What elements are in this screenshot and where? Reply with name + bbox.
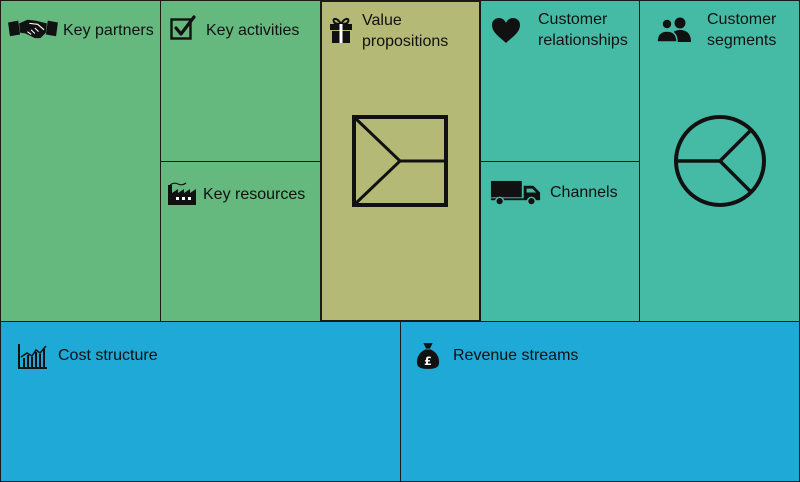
key-resources-label: Key resources bbox=[203, 186, 306, 203]
key-partners-block: Key partners bbox=[0, 0, 161, 322]
customer-segments-block: Customer segments bbox=[639, 0, 800, 322]
handshake-icon bbox=[8, 19, 58, 39]
currency-symbol: £ bbox=[424, 355, 432, 368]
factory-icon bbox=[168, 182, 196, 205]
canvas-outline-graphic bbox=[352, 115, 448, 207]
bar-chart-icon bbox=[18, 344, 47, 369]
money-bag-icon: £ bbox=[416, 343, 440, 369]
cost-structure-block: Cost structure bbox=[0, 321, 401, 482]
truck-icon bbox=[490, 180, 541, 206]
key-activities-label: Key activities bbox=[206, 22, 300, 39]
pie-segments-graphic bbox=[674, 115, 766, 207]
customer-relationships-label-line2: relationships bbox=[538, 32, 628, 49]
checkbox-icon bbox=[170, 15, 196, 40]
cost-structure-label: Cost structure bbox=[58, 347, 158, 364]
value-propositions-block: Value propositions bbox=[320, 0, 481, 322]
key-activities-block: Key activities bbox=[160, 0, 321, 162]
revenue-streams-label: Revenue streams bbox=[453, 347, 579, 364]
channels-block: Channels bbox=[480, 161, 640, 322]
value-propositions-label-line2: propositions bbox=[362, 33, 449, 50]
value-propositions-label-line1: Value bbox=[362, 12, 402, 29]
revenue-streams-block: £ Revenue streams bbox=[400, 321, 800, 482]
heart-icon bbox=[492, 18, 520, 43]
users-icon bbox=[656, 17, 691, 43]
channels-label: Channels bbox=[550, 184, 618, 201]
customer-segments-label-line1: Customer bbox=[707, 11, 777, 28]
key-resources-block: Key resources bbox=[160, 161, 321, 322]
key-partners-label: Key partners bbox=[63, 22, 154, 39]
gift-icon bbox=[330, 17, 352, 43]
customer-segments-label-line2: segments bbox=[707, 32, 777, 49]
customer-relationships-label-line1: Customer bbox=[538, 11, 608, 28]
customer-relationships-block: Customer relationships bbox=[480, 0, 640, 162]
